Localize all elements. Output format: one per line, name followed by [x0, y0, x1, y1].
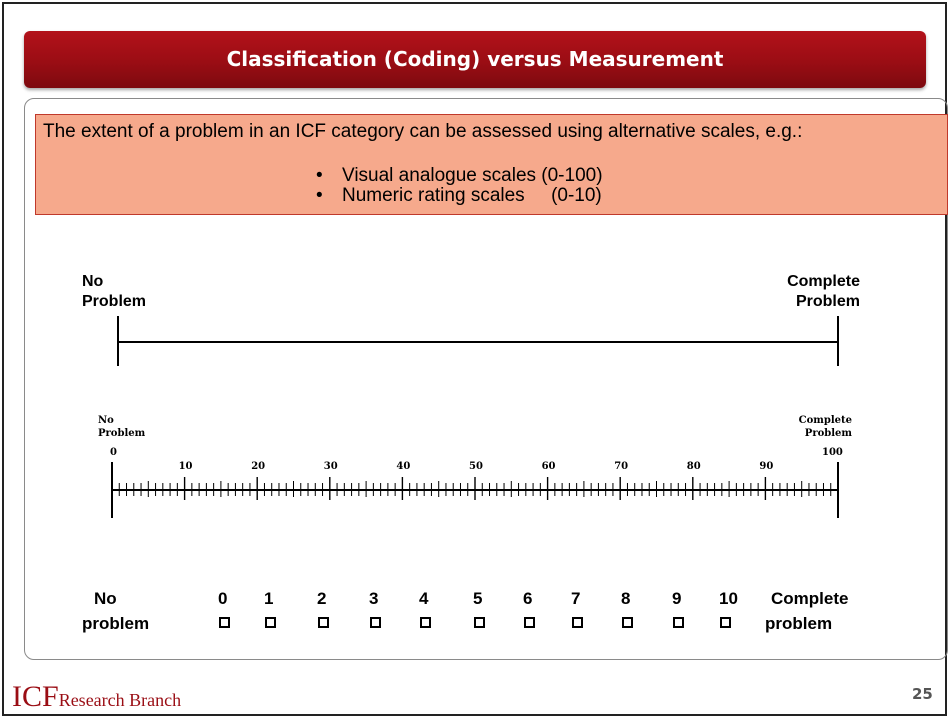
- nrs-right-line2: problem: [765, 614, 833, 633]
- page-number: 25: [912, 685, 933, 703]
- nrs-number: 9: [672, 589, 682, 608]
- content-panel: [24, 98, 948, 660]
- nrs-number: 0: [218, 589, 228, 608]
- logo-research-branch: Research Branch: [58, 690, 182, 710]
- callout-intro: The extent of a problem in an ICF catego…: [43, 121, 803, 142]
- ruler-tick-label: 90: [759, 461, 774, 472]
- nrs-left-line1: No: [94, 589, 117, 608]
- ruler-tick-label: 20: [251, 461, 266, 472]
- vas-right-line2: Problem: [795, 293, 860, 310]
- bullet-dot-icon: •: [316, 185, 323, 206]
- bullet-text: Numeric rating scales (0-10): [342, 185, 602, 206]
- title-bar: Classification (Coding) versus Measureme…: [24, 31, 926, 88]
- vas-left-line1: No: [82, 273, 104, 290]
- slide-title: Classification (Coding) versus Measureme…: [226, 47, 724, 71]
- ruler-tick-label: 70: [614, 461, 629, 472]
- ruler-tick-label: 60: [541, 461, 556, 472]
- bullet-item: • Numeric rating scales (0-10): [316, 186, 603, 206]
- nrs-left-line2: problem: [82, 614, 150, 633]
- nrs-checkbox[interactable]: [370, 617, 381, 628]
- ruler-tick-label: 10: [178, 461, 193, 472]
- nrs-checkbox[interactable]: [622, 617, 633, 628]
- vas-left-label: No Problem: [82, 272, 146, 312]
- ruler-tick-label: 0: [110, 447, 117, 458]
- bullet-item: • Visual analogue scales (0-100): [316, 166, 603, 186]
- ruler-tick-label: 50: [469, 461, 483, 472]
- bullet-text: Visual analogue scales (0-100): [342, 165, 603, 186]
- nrs-checkbox[interactable]: [524, 617, 535, 628]
- nrs-number: 5: [473, 589, 483, 608]
- logo-icf: ICF: [12, 680, 59, 713]
- ruler-left-line1: No: [98, 415, 114, 426]
- nrs-number: 4: [419, 589, 429, 608]
- ruler-tick-label: 40: [396, 461, 411, 472]
- callout-box: The extent of a problem in an ICF catego…: [35, 114, 948, 215]
- nrs-checkbox[interactable]: [474, 617, 485, 628]
- vas-right-line1: Complete: [787, 273, 860, 290]
- nrs-number: 7: [571, 589, 581, 608]
- nrs-number: 8: [621, 589, 631, 608]
- nrs-checkbox[interactable]: [265, 617, 276, 628]
- nrs-checkbox[interactable]: [673, 617, 684, 628]
- ruler-left-line2: Problem: [98, 428, 146, 439]
- ruler-tick-label: 100: [822, 447, 843, 458]
- ruler-left-label: No Problem: [98, 414, 145, 440]
- nrs-number: 3: [369, 589, 379, 608]
- nrs-checkbox[interactable]: [572, 617, 583, 628]
- vas-right-label: Complete Problem: [760, 272, 860, 312]
- nrs-number: 1: [264, 589, 274, 608]
- ruler-right-line1: Complete: [798, 415, 852, 426]
- nrs-checkbox[interactable]: [420, 617, 431, 628]
- nrs-number: 6: [523, 589, 533, 608]
- bullet-dot-icon: •: [316, 165, 323, 186]
- nrs-right-line1: Complete: [771, 589, 849, 608]
- vas-left-line2: Problem: [82, 293, 147, 310]
- nrs-checkbox[interactable]: [720, 617, 731, 628]
- nrs-number: 2: [317, 589, 327, 608]
- ruler-right-label: Complete Problem: [760, 414, 852, 440]
- ruler-tick-label: 80: [686, 461, 701, 472]
- icf-logo: ICFResearch Branch: [12, 680, 181, 714]
- callout-bullets: • Visual analogue scales (0-100) • Numeric…: [316, 166, 603, 206]
- nrs-checkbox[interactable]: [219, 617, 230, 628]
- nrs-checkbox[interactable]: [318, 617, 329, 628]
- nrs-number: 10: [719, 589, 738, 608]
- ruler-right-line2: Problem: [804, 428, 852, 439]
- ruler-tick-label: 30: [323, 461, 338, 472]
